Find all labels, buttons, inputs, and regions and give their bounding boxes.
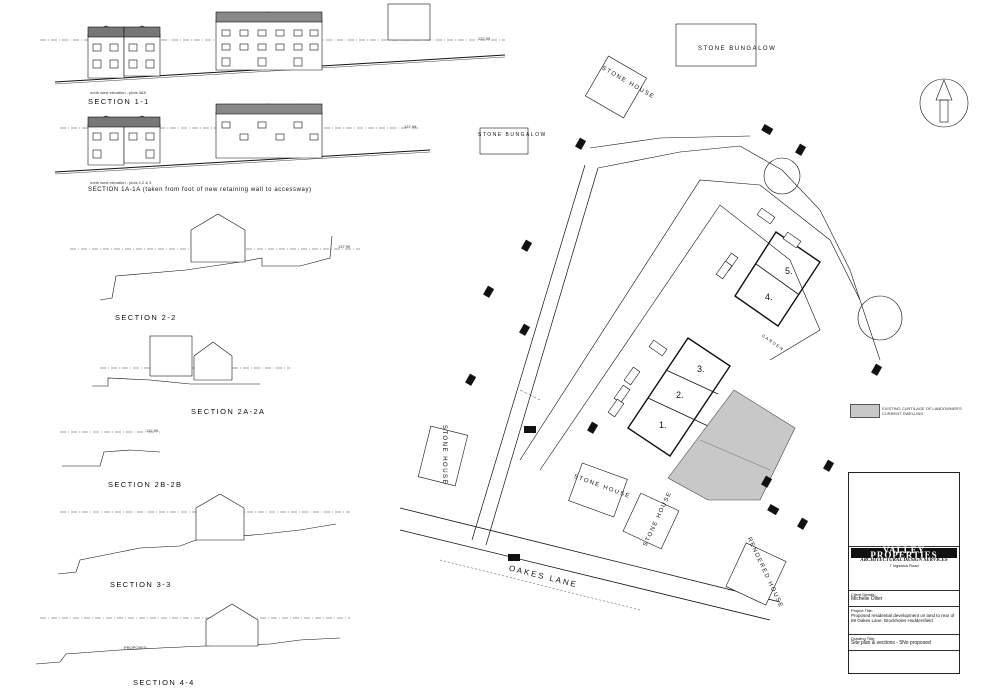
- section-1-1-level: 137.99: [478, 36, 491, 41]
- section-2a-label: SECTION 2A-2A: [191, 407, 266, 416]
- plot-3-label: 3.: [697, 364, 705, 374]
- plot-2-label: 2.: [676, 390, 684, 400]
- section-1a-level: 137.99: [404, 124, 417, 129]
- plot-5-label: 5.: [785, 266, 793, 276]
- section-3-3-label: SECTION 3-3: [110, 580, 172, 589]
- client-name: Michelle Ollier: [851, 596, 883, 602]
- stone-house-top-outline: [585, 55, 647, 119]
- section-1-1-note: north west elevation - plots 4&5: [90, 90, 146, 95]
- section-2-2-label: SECTION 2-2: [115, 313, 177, 322]
- title-block: VALLEY PROPERTIES ARCHITECTURAL DESIGN S…: [848, 472, 960, 674]
- house-elevation-left-1: [87, 25, 161, 79]
- stone-house-center-outline: [568, 462, 628, 518]
- section-2b-label: SECTION 2B-2B: [108, 480, 183, 489]
- project-title: Proposed residential development on land…: [851, 613, 955, 623]
- section-2b-level: 137.99: [146, 428, 159, 433]
- legend-text: EXISTING CURTILAGE OF LANDOWNER'S CURREN…: [882, 406, 962, 416]
- stone-bungalow-top-label: STONE BUNGALOW: [698, 46, 777, 52]
- house-elevation-right-1: [215, 11, 323, 71]
- stone-bungalow-left-outline: [479, 127, 529, 155]
- stone-house-left-outline: [417, 425, 469, 487]
- project-label: Project Title:: [851, 608, 874, 613]
- title-footer: [849, 651, 959, 673]
- section-1a-note: north west elevation - plots 1,2 & 3: [90, 180, 152, 185]
- north-arrow-icon: [919, 78, 969, 128]
- rendered-house-outline: [725, 542, 787, 606]
- section-2-2-level: 137.99: [338, 244, 351, 249]
- section-1-1-label: SECTION 1-1: [88, 97, 150, 106]
- section-4-4-label: SECTION 4-4: [133, 678, 195, 687]
- firm-name: VALLEY PROPERTIES: [851, 546, 957, 560]
- stone-house-left-label: STONE HOUSE: [441, 424, 448, 486]
- house-elevation-left-2: [87, 115, 161, 166]
- drawing-title: Site plan & sections - 5No proposed: [851, 640, 931, 646]
- title-notes: [849, 473, 959, 547]
- stone-bungalow-left-label: STONE BUNGALOW: [478, 132, 547, 138]
- house-elevation-right-2: [215, 103, 323, 159]
- firm-address: 7 Ingswick Road: [889, 563, 919, 568]
- drawing-label: Drawing Title:: [851, 636, 876, 641]
- stone-house-bottom-outline: [622, 492, 680, 550]
- plot-4-5-building: [734, 231, 821, 327]
- plot-1-label: 1.: [659, 420, 667, 430]
- firm-sub: ARCHITECTURAL DESIGN SERVICES: [860, 558, 948, 563]
- existing-curtilage: [667, 389, 796, 501]
- stone-bungalow-top-outline: [675, 23, 757, 67]
- firm-brand: VALLEY PROPERTIES ARCHITECTURAL DESIGN S…: [849, 546, 959, 591]
- plot-1-3-building: [627, 337, 731, 457]
- section-4-4-proposed: PROPOSED: [124, 645, 147, 650]
- plot-4-label: 4.: [765, 292, 773, 302]
- section-1a-label: SECTION 1A-1A (taken from foot of new re…: [88, 187, 312, 193]
- legend-swatch: [850, 404, 880, 418]
- client-label: Client Details:: [851, 592, 876, 597]
